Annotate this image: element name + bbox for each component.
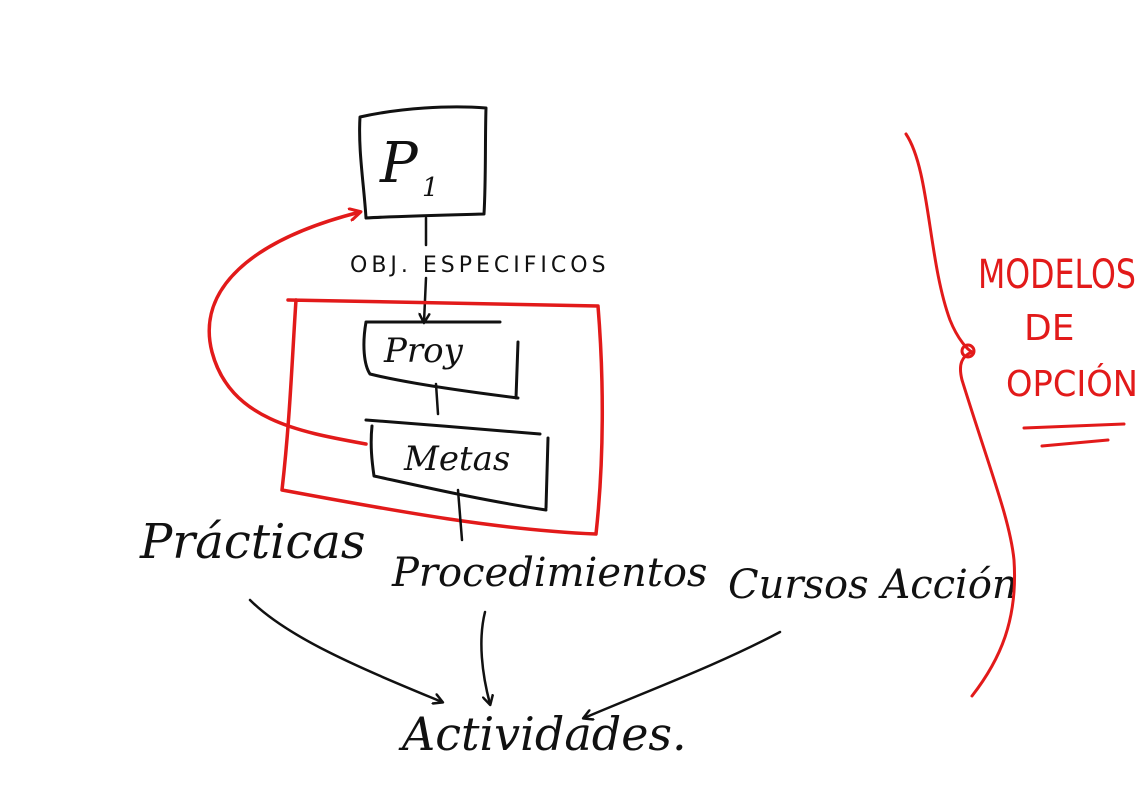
actividades-label: Actividades. (398, 707, 687, 761)
metas-box-label: Metas (403, 439, 510, 479)
red-feedback-arrow (207, 212, 368, 446)
red-group-box (280, 298, 605, 536)
side-label-underline-2 (1040, 438, 1110, 448)
metas-down-connector (456, 488, 464, 542)
p1-box-label: P (379, 131, 419, 196)
practicas-label: Prácticas (139, 514, 366, 570)
side-label-line1: MODELOS (978, 252, 1136, 298)
cursos-accion-label: Cursos Acción (728, 562, 1018, 608)
red-brace-node (960, 343, 976, 359)
p1-box-subscript: 1 (422, 173, 439, 203)
arrow-cursos-to-actividades (584, 630, 782, 718)
proy-box-label: Proy (383, 331, 464, 371)
side-label-line2: DE (1024, 308, 1074, 349)
proy-metas-connector (434, 382, 440, 416)
arrow-to-proy (424, 276, 426, 322)
obj-especificos-label: OBJ. ESPECIFICOS (350, 253, 610, 278)
metas-box (364, 418, 550, 512)
arrow-procedimientos-to-actividades (480, 610, 490, 704)
procedimientos-label: Procedimientos (391, 550, 707, 596)
red-brace (904, 132, 1017, 698)
side-label-line3: OPCIÓN (1006, 363, 1138, 405)
arrow-practicas-to-actividades (248, 598, 442, 702)
proy-box (362, 320, 520, 400)
side-label-underline-1 (1022, 422, 1126, 430)
p1-box (358, 105, 488, 220)
